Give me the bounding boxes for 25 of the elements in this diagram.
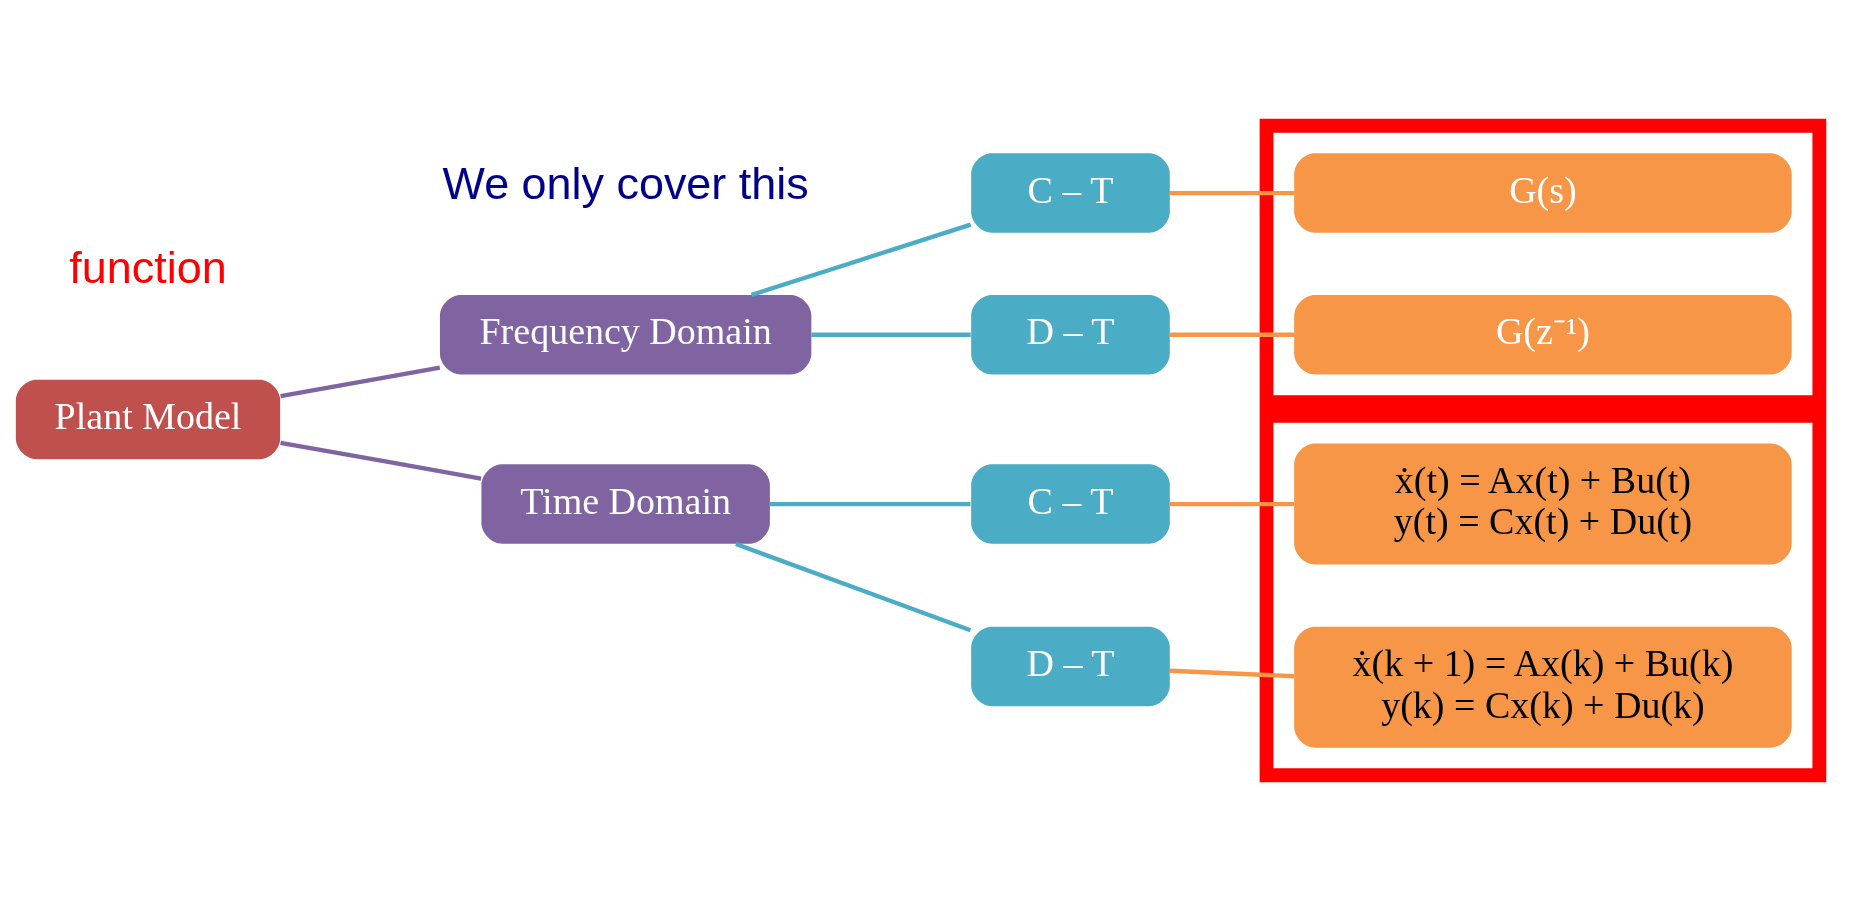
node-box: G(z⁻¹) — [1294, 294, 1792, 374]
connector — [1169, 501, 1295, 506]
node-box: D – T — [971, 626, 1170, 706]
connector — [770, 501, 971, 506]
node-box: ẋ(t) = Ax(t) + Bu(t) y(t) = Cx(t) + Du(t) — [1294, 443, 1792, 564]
label: function — [69, 241, 227, 293]
node-box: C – T — [971, 152, 1170, 233]
connector — [750, 222, 972, 297]
connector — [1169, 190, 1295, 195]
cluster — [1259, 118, 1827, 409]
node-box: ẋ(k + 1) = Ax(k) + Bu(k) y(k) = Cx(k) + Du(k) — [1294, 626, 1792, 748]
connector — [811, 332, 971, 337]
connector — [1169, 332, 1295, 337]
node-box: D – T — [971, 294, 1170, 374]
cluster — [1259, 408, 1827, 782]
connector — [735, 541, 972, 632]
label: We only cover this — [442, 157, 809, 209]
node-box: G(s) — [1294, 152, 1792, 233]
node-box: Time Domain — [481, 463, 770, 544]
node-box: Plant Model — [15, 379, 281, 459]
node-box: Frequency Domain — [439, 294, 812, 374]
connector — [1169, 668, 1295, 678]
connector — [280, 365, 441, 398]
connector — [280, 440, 482, 481]
node-box: C – T — [971, 463, 1170, 544]
